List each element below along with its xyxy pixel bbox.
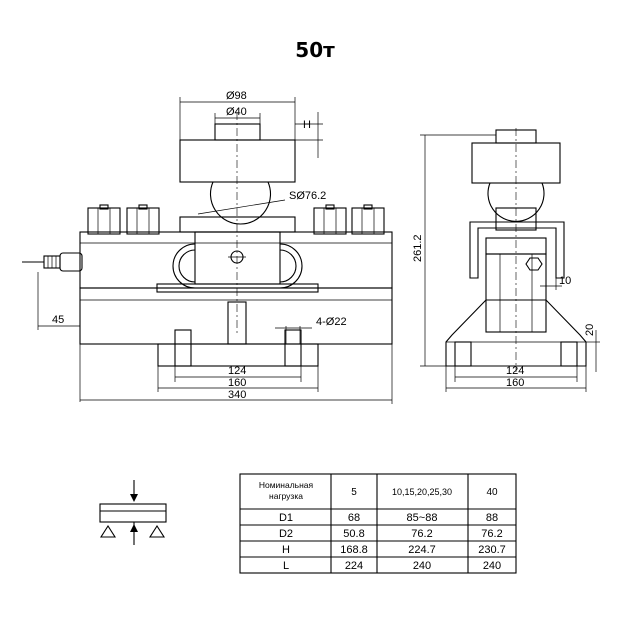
- table-cell: 224.7: [408, 544, 436, 556]
- table-cell: D2: [279, 528, 293, 540]
- load-schematic: [99, 480, 167, 545]
- dim-20: 20: [584, 324, 596, 336]
- table-cell: 50.8: [343, 528, 364, 540]
- front-view: Ø98 Ø40 H SØ76.2 45 4-Ø22: [22, 90, 393, 404]
- table-cell: 85~88: [407, 512, 438, 524]
- side-view: 261.2 10 20 124 160: [412, 128, 600, 392]
- bolt-heads-right: [313, 204, 385, 235]
- table-cell: 76.2: [411, 528, 432, 540]
- dim-d98: Ø98: [226, 90, 247, 102]
- cable: [22, 252, 83, 272]
- bolt-heads-left: [87, 204, 160, 235]
- beam-upper: [79, 231, 393, 289]
- dim-side-160: 160: [506, 377, 524, 389]
- table-cell: 224: [345, 560, 363, 572]
- table-cell: 76.2: [481, 528, 502, 540]
- table-cell: 168.8: [340, 544, 368, 556]
- table-cell: 88: [486, 512, 498, 524]
- side-dimensions: 261.2 10 20 124 160: [412, 134, 600, 392]
- beam-schematic: [99, 503, 167, 523]
- dim-h: H: [303, 119, 311, 131]
- table-cell: 230.7: [478, 544, 506, 556]
- dim-left-offset: 45: [52, 314, 64, 326]
- table-cell: L: [283, 560, 289, 572]
- dim-side-124: 124: [506, 365, 524, 377]
- table-cell: 68: [348, 512, 360, 524]
- dim-front-160: 160: [228, 377, 246, 389]
- drawing-title: 50т: [295, 38, 335, 62]
- table-cell: 240: [413, 560, 431, 572]
- table-header-col2: 10,15,20,25,30: [392, 487, 452, 497]
- dim-10: 10: [559, 275, 571, 287]
- dim-front-340: 340: [228, 389, 246, 401]
- dim-height: 261.2: [412, 234, 424, 262]
- front-dimensions: Ø98 Ø40 H SØ76.2 45 4-Ø22: [37, 90, 393, 404]
- support-left: [99, 524, 117, 538]
- dim-d40: Ø40: [226, 106, 247, 118]
- table-cell: D1: [279, 512, 293, 524]
- top-boss: [214, 123, 261, 141]
- sphere: [209, 181, 272, 225]
- table-header-col1: 5: [351, 487, 357, 498]
- top-plate: [179, 139, 296, 183]
- base-plate: [157, 343, 319, 367]
- support-right: [148, 524, 166, 538]
- table-cell: 240: [483, 560, 501, 572]
- table-header-col3: 40: [486, 487, 498, 498]
- dim-sphere: SØ76.2: [289, 190, 326, 202]
- dim-front-124: 124: [228, 365, 246, 377]
- table-cell: H: [282, 544, 290, 556]
- dim-holes: 4-Ø22: [316, 316, 347, 328]
